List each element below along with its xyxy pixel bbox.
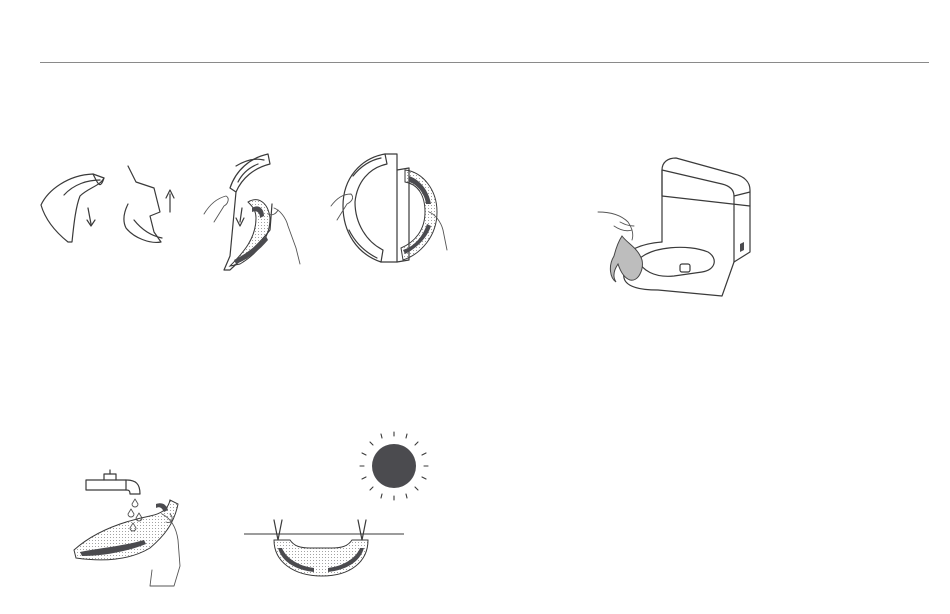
dock-wipe-cloth-illustration [598,152,758,294]
mop-pad-rinse-tap-illustration [70,470,190,590]
mop-pad-attached-illustration [325,150,455,274]
mop-pad-hang-dry-sun-illustration [240,430,436,590]
header-divider [40,62,929,63]
mop-pad-detach-illustration [38,160,188,250]
mop-pad-remove-from-bracket-illustration [200,152,310,274]
